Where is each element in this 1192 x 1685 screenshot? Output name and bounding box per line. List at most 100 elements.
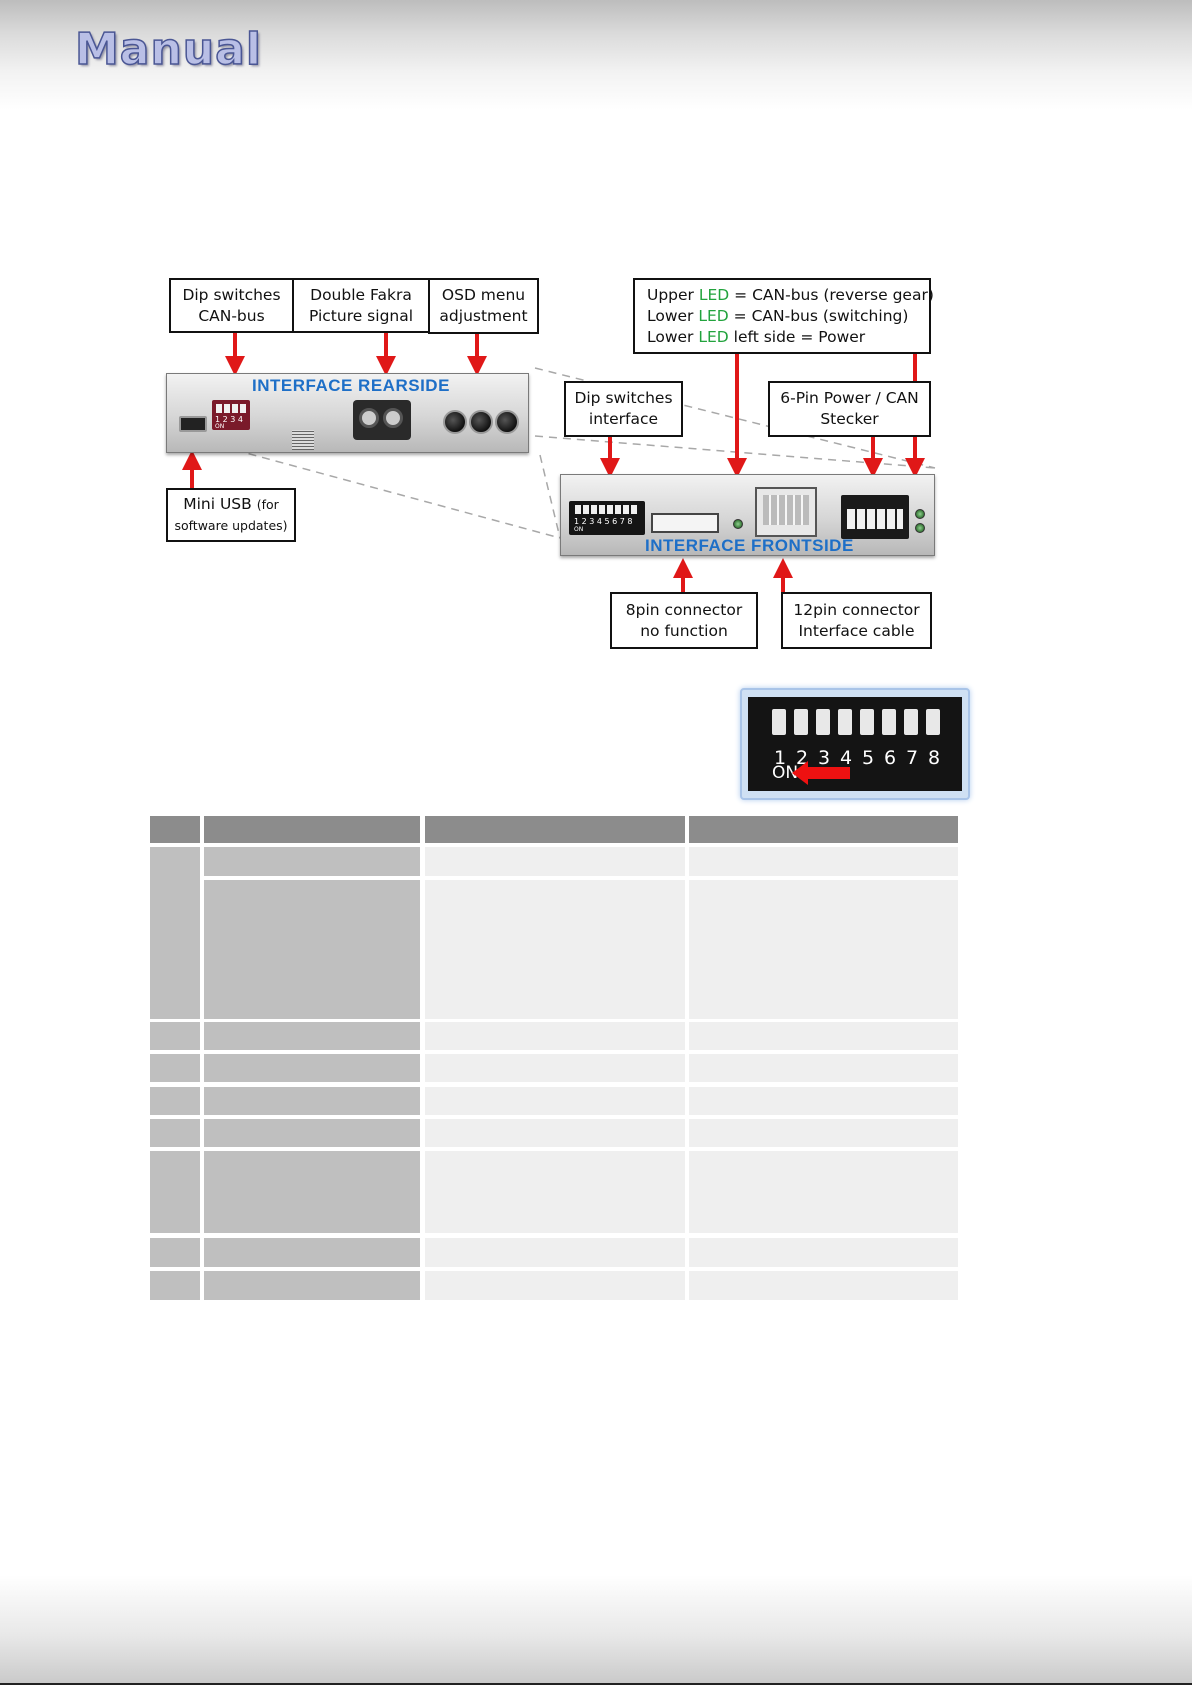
callout-line: interface (588, 410, 659, 428)
interface-rearside: INTERFACE REARSIDE 1 2 3 4 ON (166, 373, 529, 453)
table-label-cell (204, 1238, 420, 1267)
table-number-cell (150, 847, 200, 1019)
table-label-cell (204, 1022, 420, 1050)
dip-lever (860, 709, 874, 735)
callout-line: software updates) (174, 518, 288, 533)
callout-8pin: 8pin connector no function (610, 592, 758, 649)
mini-usb-port (179, 416, 207, 432)
osd-button-3 (495, 410, 519, 434)
callout-dip-interface: Dip switches interface (564, 381, 683, 437)
12pin-connector (755, 487, 817, 537)
header-band (0, 0, 1192, 110)
dip-number: 3 (818, 747, 831, 769)
table-label-cell (204, 1151, 420, 1233)
dip-lever (838, 709, 852, 735)
callout-line: no function (640, 621, 728, 640)
dip-number: 8 (928, 747, 941, 769)
footer-line (0, 1683, 1192, 1685)
brand-logo: Manual (74, 23, 262, 76)
callout-line: 8pin connector (625, 600, 743, 619)
callout-line: Stecker (820, 410, 879, 428)
dip-lever (904, 709, 918, 735)
callout-fakra: Double Fakra Picture signal (292, 278, 430, 333)
rear-sticker (292, 430, 314, 450)
front-dip-on: ON (574, 526, 584, 533)
callout-line: Mini USB (for (183, 495, 279, 513)
table-header-cell (150, 816, 200, 843)
table-body-cell (689, 1054, 958, 1082)
table-body-cell (425, 1271, 685, 1300)
dip-lever (816, 709, 830, 735)
table-number-cell (150, 1238, 200, 1267)
footer-band (0, 1575, 1192, 1685)
table-header-cell (425, 816, 685, 843)
rear-dip-switch: 1 2 3 4 ON (212, 400, 250, 430)
dip-switch-photo: 1 2 3 4 5 6 7 8 ON (740, 688, 970, 800)
table-body-cell (689, 1087, 958, 1115)
fakra-connector (353, 400, 411, 440)
table-header-cell (204, 816, 420, 843)
table-body-cell (689, 880, 958, 1019)
front-dip-numbers: 1 2 3 4 5 6 7 8 (574, 517, 633, 526)
interface-frontside: INTERFACE FRONTSIDE 1 2 3 4 5 6 7 8 ON (560, 474, 935, 556)
dip-number: 1 (774, 747, 787, 769)
table-number-cell (150, 1151, 200, 1233)
table-number-cell (150, 1119, 200, 1147)
callout-line: Interface cable (798, 621, 915, 640)
table-label-cell (204, 1087, 420, 1115)
dip-lever (882, 709, 896, 735)
8pin-connector (651, 513, 719, 533)
callout-power: 6-Pin Power / CAN Stecker (768, 381, 931, 437)
table-body-cell (689, 1119, 958, 1147)
led-lower (915, 523, 925, 533)
callout-line: Dip switches (574, 389, 673, 407)
table-number-cell (150, 1054, 200, 1082)
table-number-cell (150, 1087, 200, 1115)
callout-line: Double Fakra (310, 285, 412, 304)
table-body-cell (425, 847, 685, 876)
dip-switch-body: 1 2 3 4 5 6 7 8 ON (748, 697, 962, 791)
table-body-cell (689, 1238, 958, 1267)
table-label-cell (204, 1119, 420, 1147)
table-body-cell (425, 1022, 685, 1050)
led-power (733, 519, 743, 529)
callout-line: Dip switches (182, 285, 281, 304)
osd-button-2 (469, 410, 493, 434)
dip-switch-table (150, 816, 958, 1300)
table-header-cell (689, 816, 958, 843)
dip-lever (794, 709, 808, 735)
dip-number: 4 (840, 747, 853, 769)
callout-line: Upper LED = CAN-bus (reverse gear) (647, 285, 934, 304)
table-body-cell (689, 1151, 958, 1233)
dip-on-label: ON (772, 763, 799, 783)
dip-on-arrow (792, 761, 850, 785)
dip-number: 5 (862, 747, 875, 769)
callout-osd: OSD menu adjustment (428, 278, 539, 334)
dip-number: 7 (906, 747, 919, 769)
frontside-title: INTERFACE FRONTSIDE (645, 536, 854, 555)
dip-number: 6 (884, 747, 897, 769)
table-label-cell (204, 847, 420, 876)
table-body-cell (689, 847, 958, 876)
table-body-cell (425, 1087, 685, 1115)
callout-line: Lower LED = CAN-bus (switching) (647, 306, 909, 325)
table-body-cell (425, 1238, 685, 1267)
table-body-cell (689, 1022, 958, 1050)
callout-dip-can: Dip switches CAN-bus (169, 278, 294, 333)
table-label-cell (204, 880, 420, 1019)
callout-led: Upper LED = CAN-bus (reverse gear) Lower… (633, 278, 934, 354)
table-body-cell (425, 1119, 685, 1147)
table-label-cell (204, 1054, 420, 1082)
table-label-cell (204, 1271, 420, 1300)
rearside-title: INTERFACE REARSIDE (252, 376, 450, 395)
callout-line: 6-Pin Power / CAN (780, 389, 919, 407)
callout-12pin: 12pin connector Interface cable (781, 592, 932, 649)
callout-line: OSD menu (441, 286, 526, 304)
table-body-cell (689, 1271, 958, 1300)
dip-lever (772, 709, 786, 735)
osd-button-1 (443, 410, 467, 434)
callout-line: Picture signal (308, 306, 414, 325)
front-dip-switch: 1 2 3 4 5 6 7 8 ON (569, 501, 645, 535)
table-number-cell (150, 1271, 200, 1300)
